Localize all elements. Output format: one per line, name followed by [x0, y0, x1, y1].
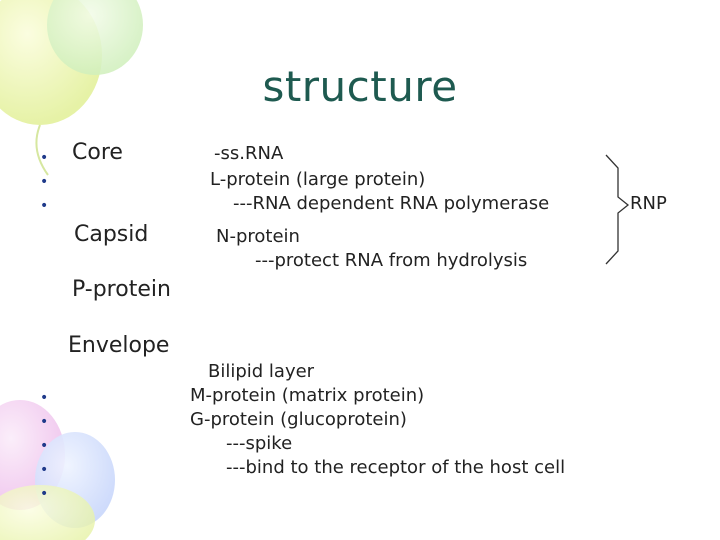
n-protein-text: N-protein — [216, 226, 300, 247]
bullet-marker: • — [40, 462, 49, 478]
capsid-label: Capsid — [74, 222, 149, 247]
bilipid-text: Bilipid layer — [208, 361, 315, 382]
m-protein-text: M-protein (matrix protein) — [190, 385, 425, 406]
bind-receptor-text: ---bind to the receptor of the host cell — [226, 457, 566, 478]
n-protein-function: ---protect RNA from hydrolysis — [255, 250, 528, 271]
bullet-marker: • — [40, 438, 49, 454]
l-protein-function: ---RNA dependent RNA polymerase — [233, 193, 550, 214]
g-protein-text: G-protein (glucoprotein) — [190, 409, 407, 430]
bullet-marker: • — [40, 174, 49, 190]
bullet-marker: • — [40, 150, 49, 166]
bullet-marker: • — [40, 198, 49, 214]
slide-title: structure — [262, 62, 458, 111]
bullet-marker: • — [40, 486, 49, 502]
l-protein-text: L-protein (large protein) — [210, 169, 426, 190]
ssrna-text: -ss.RNA — [214, 143, 284, 164]
p-protein-label: P-protein — [72, 277, 171, 302]
bullet-marker: • — [40, 414, 49, 430]
spike-text: ---spike — [226, 433, 293, 454]
bullet-marker: • — [40, 390, 49, 406]
core-label: Core — [72, 140, 123, 165]
rnp-label: RNP — [630, 193, 667, 214]
envelope-label: Envelope — [68, 333, 170, 358]
